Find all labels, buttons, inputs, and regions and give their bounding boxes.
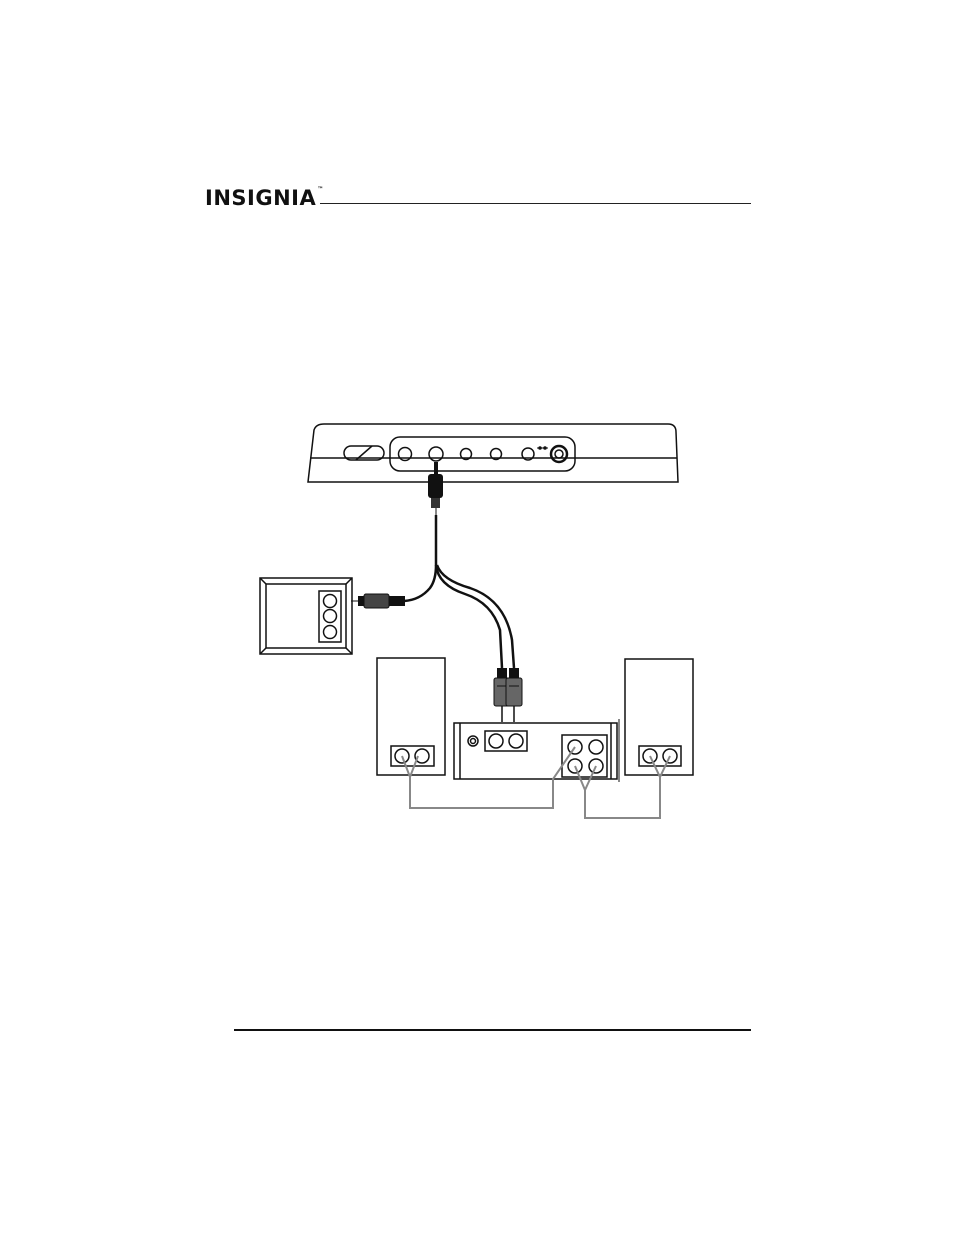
amplifier — [454, 719, 619, 782]
amp-knob — [468, 736, 478, 746]
tv — [260, 578, 352, 654]
amp-audio-in-right — [509, 734, 523, 748]
tv-jack-right — [324, 626, 337, 639]
tv-jack-left — [324, 610, 337, 623]
tv-jack-video — [324, 595, 337, 608]
av-cable — [404, 508, 514, 668]
video-plug — [351, 594, 405, 608]
av-cable-plug — [428, 462, 443, 508]
speaker-wires — [402, 747, 670, 818]
av-out-jack — [429, 447, 443, 461]
footer-rule — [234, 1029, 751, 1031]
portable-player — [308, 424, 678, 482]
speaker-right — [625, 659, 693, 775]
speaker-left — [377, 658, 445, 775]
rca-plug-right — [506, 668, 522, 722]
headphone-jack — [551, 446, 567, 462]
amp-audio-in-left — [489, 734, 503, 748]
amp-speaker-out-2 — [589, 740, 603, 754]
headphone-jack-icon — [537, 447, 548, 450]
